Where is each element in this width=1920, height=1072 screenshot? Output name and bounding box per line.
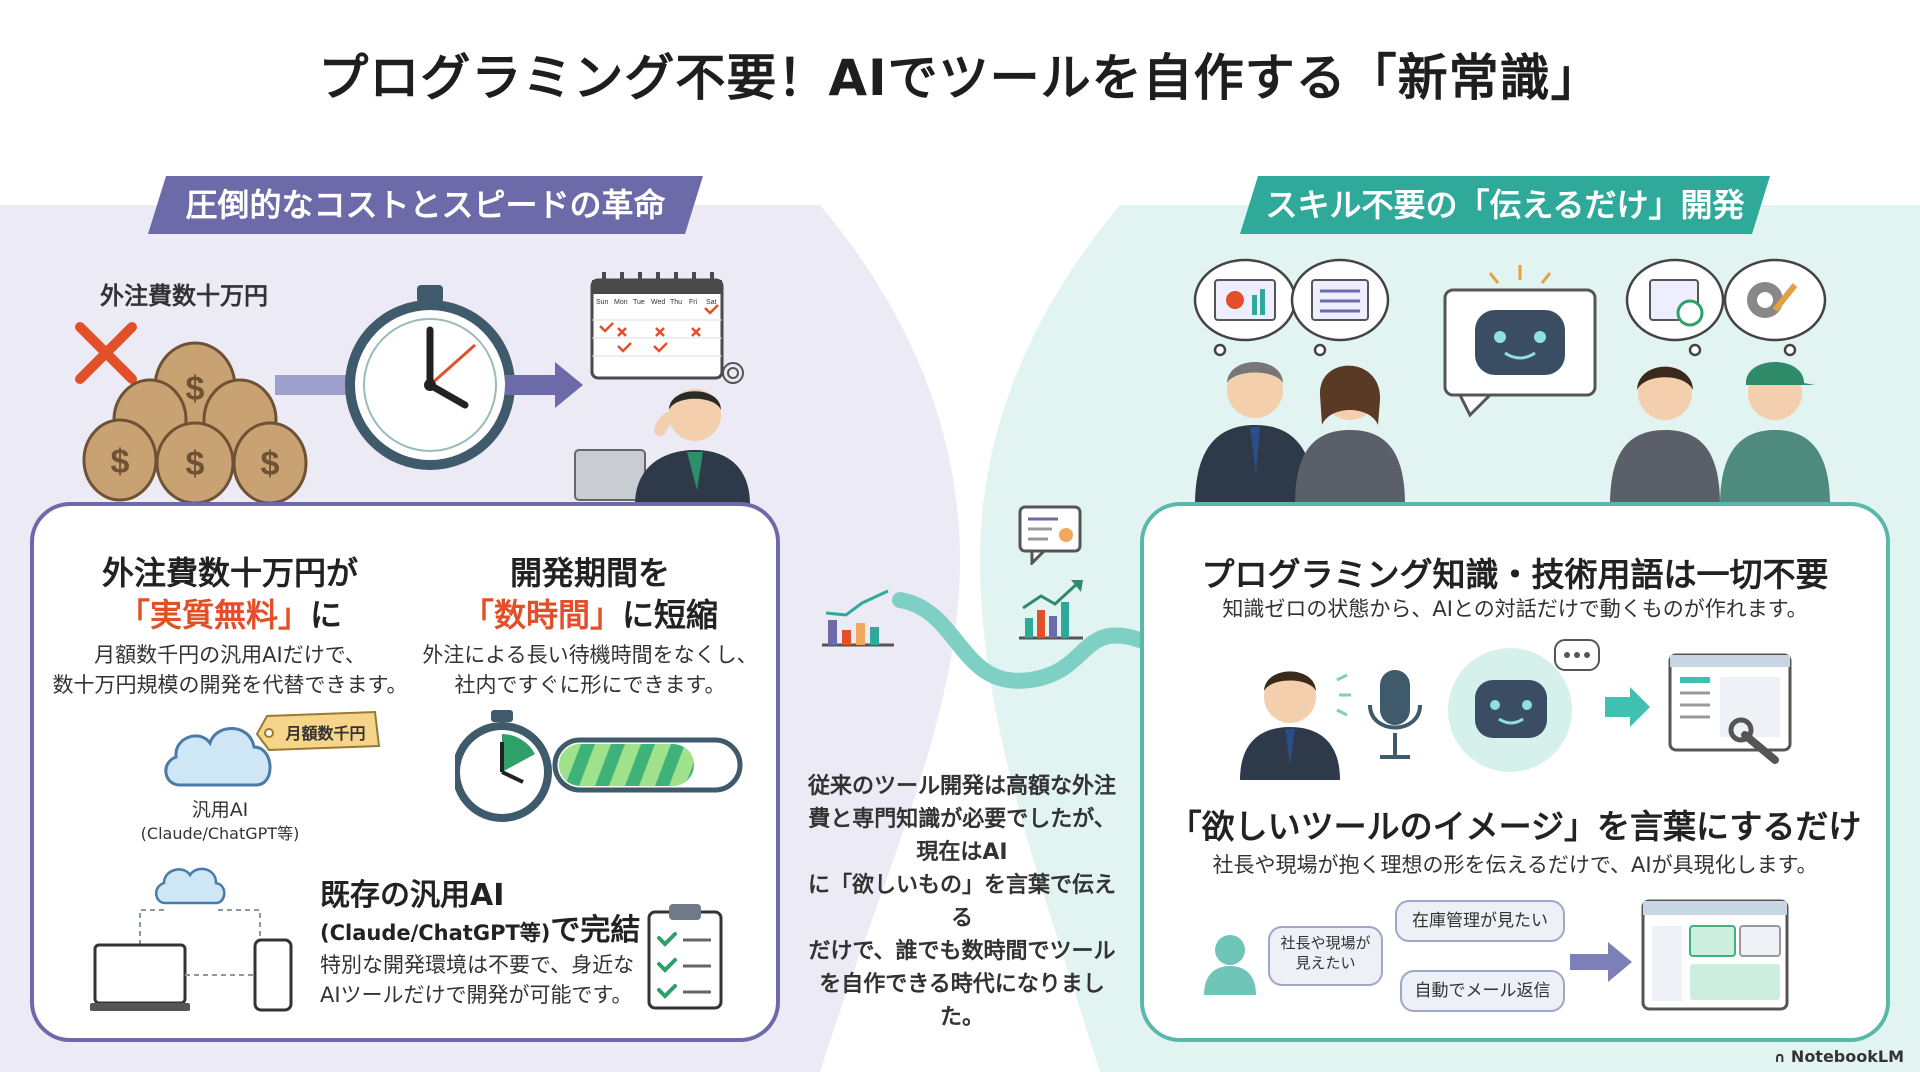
svg-text:$: $: [186, 370, 205, 408]
block2-desc-line2: 社内ですぐに形にできます。: [454, 673, 726, 697]
block2-heading-line1: 開発期間を: [509, 554, 670, 592]
svg-text:$: $: [261, 445, 280, 483]
center-description: 従来のツール開発は高額な外注 費と専門知識が必要でしたが、 現在はAI に「欲し…: [802, 770, 1122, 1034]
block1-suffix: に: [310, 596, 343, 634]
svg-text:Fri: Fri: [689, 299, 698, 306]
person-request-bubble: 社長や現場が見えたい: [1268, 926, 1383, 986]
voice-to-ai-illustration: [1240, 639, 1792, 780]
block1-desc-line1: 月額数千円の汎用AIだけで、: [94, 643, 366, 667]
laptop-cloud-phone-illustration: [90, 867, 293, 1012]
price-tag-icon: [255, 710, 380, 752]
right-block2-desc: 社長や現場が抱く理想の形を伝えるだけで、AIが具現化します。: [1212, 853, 1818, 877]
cloud-sub-label: (Claude/ChatGPT等): [140, 824, 300, 843]
team-and-robot-illustration: [1193, 258, 1830, 505]
growth-chart-icon: [1019, 580, 1083, 640]
block3-heading-line2: (Claude/ChatGPT等)で完結: [320, 905, 650, 949]
price-tag-text: 月額数千円: [285, 724, 366, 743]
center-line-5: だけで、誰でも数時間でツール: [808, 939, 1116, 964]
center-line-4: に「欲しいもの」を言葉で伝える: [807, 873, 1116, 931]
arrow-to-app-icon: [1570, 942, 1632, 982]
cloud-icon: [164, 727, 272, 787]
center-line-1: 従来のツール開発は高額な外注: [807, 774, 1116, 799]
block2-highlight: 「数時間」: [461, 596, 622, 634]
svg-text:$: $: [186, 445, 205, 483]
stopwatch-progress-icon: [455, 710, 743, 822]
svg-text:Thu: Thu: [670, 299, 682, 306]
block3-desc-line2: AIツールだけで開発が可能です。: [320, 983, 633, 1007]
block2-suffix: に短縮: [622, 596, 719, 634]
bar-chart-icon: [822, 589, 894, 647]
brand-logo: ∩ NotebookLM: [1774, 1047, 1904, 1066]
app-window-icon: [1641, 899, 1789, 1011]
right-block1-desc: 知識ゼロの状態から、AIとの対話だけで動くものが作れます。: [1222, 597, 1808, 621]
page-title: プログラミング不要！AIでツールを自作する「新常識」: [318, 49, 1602, 107]
block3-heading-line1: 既存の汎用AI: [320, 878, 505, 913]
mail-request-bubble: 自動でメール返信: [1400, 970, 1565, 1012]
block1-heading-line2: 「実質無料」に: [60, 590, 400, 636]
arrow-icon-2: [505, 362, 583, 408]
svg-text:Wed: Wed: [651, 299, 665, 306]
worried-person-illustration: [574, 362, 750, 505]
banner-left-shape: [148, 176, 703, 234]
block3-desc-line1: 特別な開発環境は不要で、身近な: [320, 953, 635, 977]
calendar-day-sun: Sun: [596, 299, 609, 306]
banner-left: 圧倒的なコストとスピードの革命: [185, 186, 666, 224]
block2-desc-line1: 外注による長い待機時間をなくし、: [422, 643, 758, 667]
svg-text:$: $: [111, 443, 130, 481]
calendar-icon: Sun Mon Tue Wed Thu Fri Sat: [590, 272, 724, 380]
cost-label: 外注費数十万円: [100, 282, 268, 310]
svg-text:Sat: Sat: [706, 299, 717, 306]
svg-text:Mon: Mon: [614, 299, 628, 306]
cloud-label: 汎用AI: [191, 799, 249, 821]
svg-text:Tue: Tue: [633, 299, 645, 306]
center-line-6: を自作できる時代になりました。: [819, 972, 1105, 1030]
person-icon: [1204, 935, 1256, 995]
banner-right: スキル不要の「伝えるだけ」開発: [1265, 186, 1745, 224]
block1-heading-line1: 外注費数十万円が: [101, 554, 358, 592]
right-block1-heading: プログラミング知識・技術用語は一切不要: [1201, 555, 1829, 594]
checklist-clipboard-icon: [647, 904, 723, 1010]
money-bags-illustration: $ $ $ $: [75, 322, 308, 505]
block1-highlight: 「実質無料」: [117, 596, 310, 634]
block2-heading-line2: 「数時間」に短縮: [420, 590, 760, 636]
right-block2-heading: 「欲しいツールのイメージ」を言葉にするだけ: [1168, 807, 1862, 846]
block1-desc-line2: 数十万円規模の開発を代替できます。: [52, 673, 408, 697]
document-chat-icon: [1018, 505, 1082, 565]
stock-request-bubble: 在庫管理が見たい: [1395, 900, 1565, 942]
block3-heading-small: (Claude/ChatGPT等): [320, 921, 551, 945]
center-line-3: 現在はAI: [916, 840, 1008, 865]
center-line-2: 費と専門知識が必要でしたが、: [808, 807, 1116, 832]
brand-name: NotebookLM: [1790, 1047, 1904, 1066]
block3-heading-big: で完結: [550, 913, 641, 948]
banner-right-shape: [1240, 176, 1770, 234]
clock-icon: [345, 285, 515, 470]
brand-icon: ∩: [1773, 1050, 1786, 1066]
